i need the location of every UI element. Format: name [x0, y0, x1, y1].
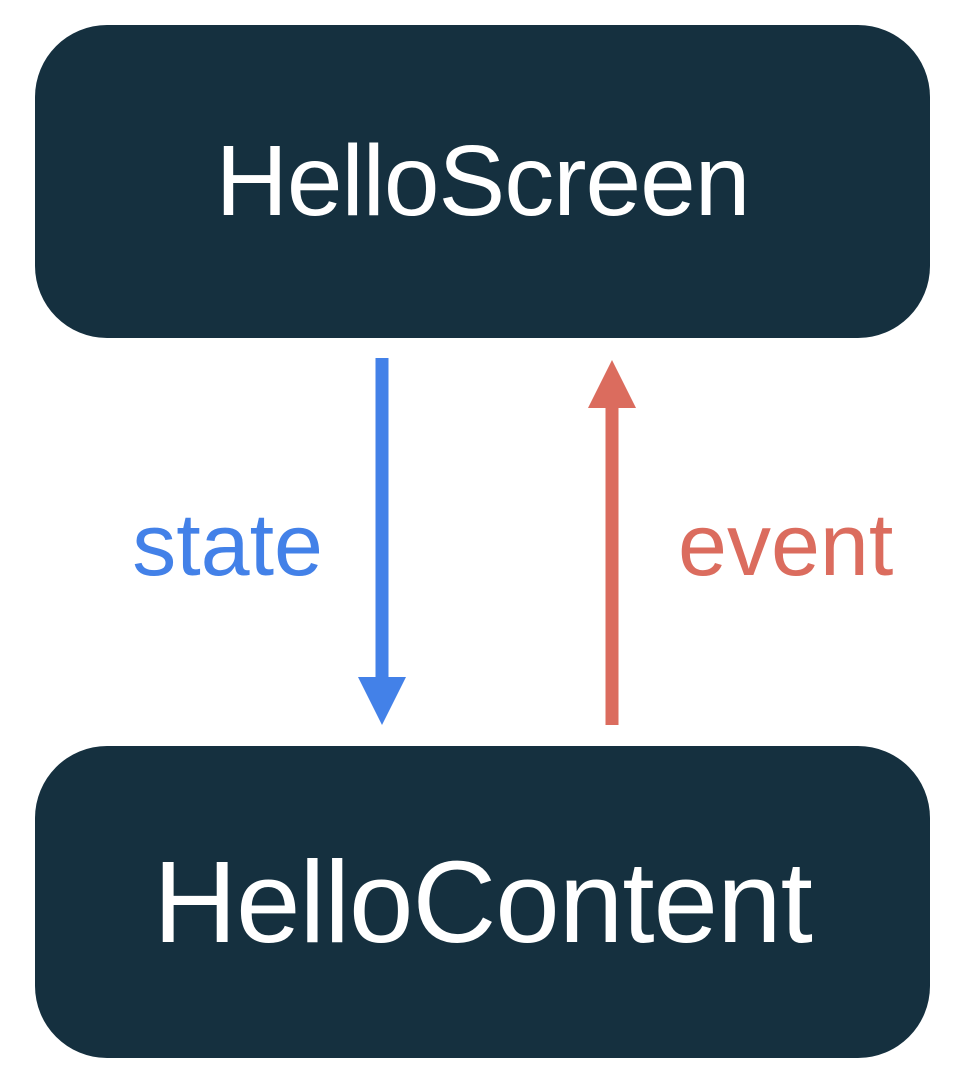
state-arrow-down-icon — [358, 358, 406, 725]
event-edge-label: event — [678, 495, 894, 594]
node-hello-screen-label: HelloScreen — [215, 125, 751, 237]
state-edge-label: state — [132, 495, 323, 594]
event-arrow-up-icon — [588, 360, 636, 725]
node-hello-content-label: HelloContent — [153, 837, 813, 967]
node-hello-screen: HelloScreen — [35, 25, 930, 338]
node-hello-content: HelloContent — [35, 746, 930, 1058]
